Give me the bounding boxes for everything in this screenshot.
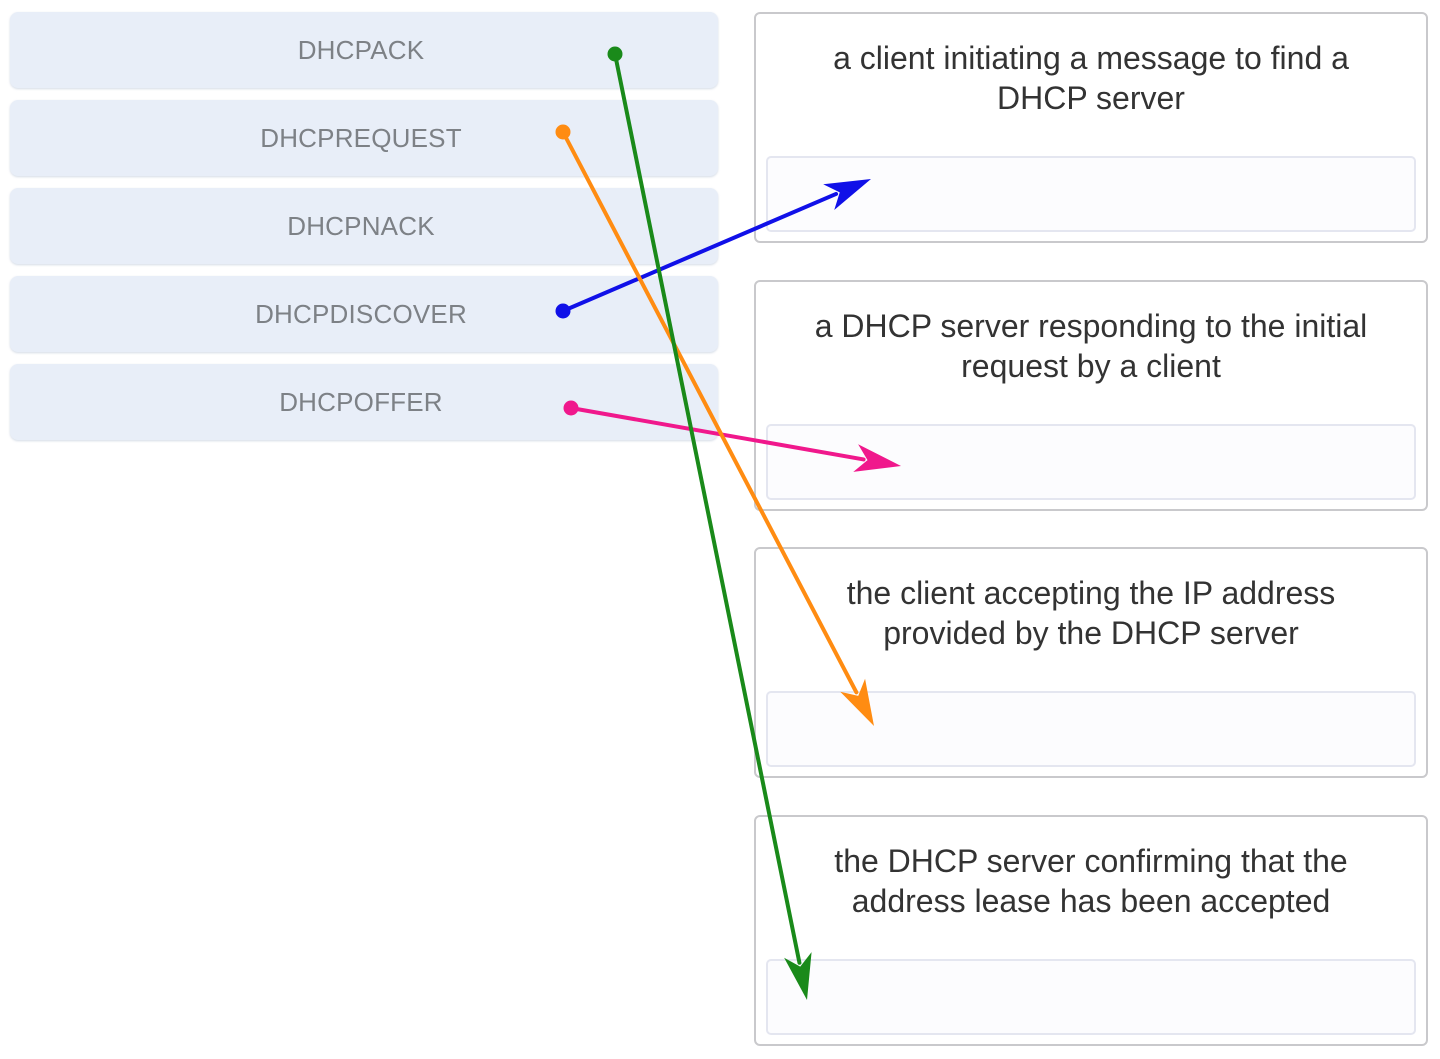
drop-zone[interactable] bbox=[766, 691, 1416, 767]
target-description: the DHCP server confirming that the addr… bbox=[834, 843, 1348, 919]
drop-zone[interactable] bbox=[766, 424, 1416, 500]
option-dhcpnack[interactable]: DHCPNACK bbox=[10, 188, 718, 264]
target-box-1: a client initiating a message to find a … bbox=[754, 12, 1428, 243]
option-label: DHCPNACK bbox=[287, 210, 435, 241]
target-box-4: the DHCP server confirming that the addr… bbox=[754, 815, 1428, 1046]
option-dhcpdiscover[interactable]: DHCPDISCOVER bbox=[10, 276, 718, 352]
target-description: a DHCP server responding to the initial … bbox=[814, 308, 1368, 384]
option-dhcpack[interactable]: DHCPACK bbox=[10, 12, 718, 88]
drop-zone[interactable] bbox=[766, 959, 1416, 1035]
drop-zone[interactable] bbox=[766, 156, 1416, 232]
option-label: DHCPDISCOVER bbox=[255, 298, 467, 329]
target-description: the client accepting the IP address prov… bbox=[846, 575, 1336, 651]
target-box-3: the client accepting the IP address prov… bbox=[754, 547, 1428, 778]
option-label: DHCPREQUEST bbox=[260, 122, 462, 153]
option-dhcpoffer[interactable]: DHCPOFFER bbox=[10, 364, 718, 440]
option-dhcprequest[interactable]: DHCPREQUEST bbox=[10, 100, 718, 176]
option-label: DHCPACK bbox=[297, 34, 425, 65]
option-label: DHCPOFFER bbox=[279, 386, 443, 417]
target-description: a client initiating a message to find a … bbox=[833, 40, 1349, 116]
target-box-2: a DHCP server responding to the initial … bbox=[754, 280, 1428, 511]
